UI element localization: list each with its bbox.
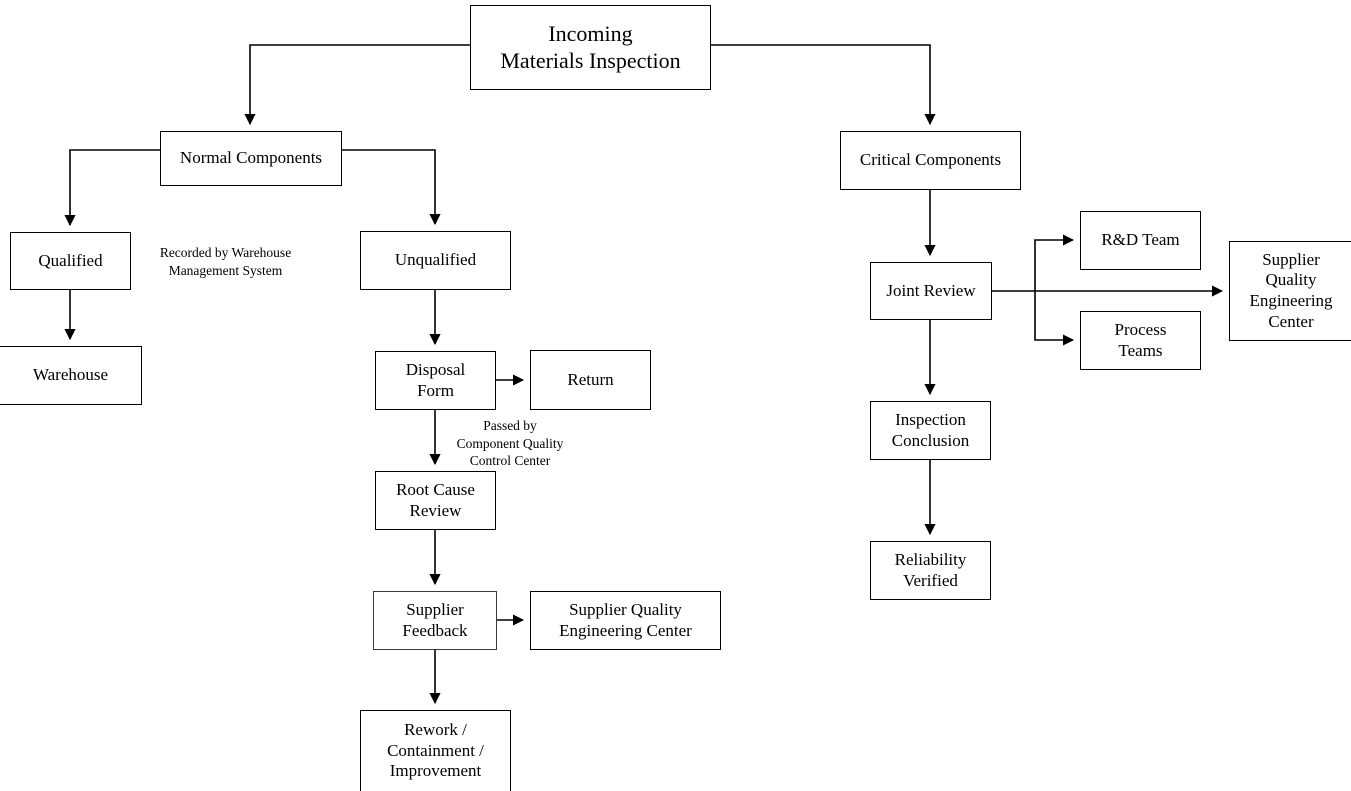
node-label: Reliability Verified xyxy=(894,549,967,590)
node-inspection-conclusion[interactable]: Inspection Conclusion xyxy=(870,401,991,460)
edge-normal-to-unqualified xyxy=(342,149,441,226)
node-root-cause-review[interactable]: Root Cause Review xyxy=(375,471,496,530)
edge-joint-review-to-rnd xyxy=(1034,234,1075,291)
node-disposal-form[interactable]: Disposal Form xyxy=(375,351,496,410)
node-label: Inspection Conclusion xyxy=(891,409,970,450)
edge-normal-to-qualified xyxy=(64,149,160,227)
edge-label-recorded-by-warehouse-management-system: Recorded by Warehouse Management System xyxy=(159,245,292,278)
node-label: Supplier Feedback xyxy=(402,599,468,640)
node-incoming-materials-inspection[interactable]: Incoming Materials Inspection xyxy=(470,5,711,90)
node-supplier-quality-engineering-center-left[interactable]: Supplier Quality Engineering Center xyxy=(530,591,721,650)
edge-incoming-split-left xyxy=(244,44,470,126)
node-label: R&D Team xyxy=(1101,230,1180,250)
node-label: Return xyxy=(567,369,614,389)
node-label: Warehouse xyxy=(32,365,109,385)
edge-incoming-split-right xyxy=(711,44,936,126)
node-label: Process Teams xyxy=(1114,319,1167,360)
node-normal-components[interactable]: Normal Components xyxy=(160,131,342,186)
edge-joint-review-to-process xyxy=(1034,291,1075,346)
node-label: Root Cause Review xyxy=(396,479,475,520)
node-unqualified[interactable]: Unqualified xyxy=(360,231,511,290)
node-label: Supplier Quality Engineering Center xyxy=(1249,249,1333,331)
node-joint-review[interactable]: Joint Review xyxy=(870,262,992,320)
node-return[interactable]: Return xyxy=(530,350,651,410)
node-label: Normal Components xyxy=(179,148,323,168)
node-supplier-feedback[interactable]: Supplier Feedback xyxy=(373,591,497,650)
edge-label-passed-by-component-quality-control-center: Passed by Component Quality Control Cent… xyxy=(456,418,564,469)
node-label: Unqualified xyxy=(394,250,477,270)
node-label: Disposal Form xyxy=(405,359,466,400)
node-rework-containment-improvement[interactable]: Rework / Containment / Improvement xyxy=(360,710,511,791)
node-label: Qualified xyxy=(38,250,103,270)
node-label: Incoming Materials Inspection xyxy=(500,20,681,73)
node-label: Supplier Quality Engineering Center xyxy=(559,599,692,640)
node-critical-components[interactable]: Critical Components xyxy=(840,131,1021,190)
node-label: Critical Components xyxy=(859,150,1002,170)
node-reliability-verified[interactable]: Reliability Verified xyxy=(870,541,991,600)
node-process-teams[interactable]: Process Teams xyxy=(1080,311,1201,370)
node-supplier-quality-engineering-center-right[interactable]: Supplier Quality Engineering Center xyxy=(1229,241,1351,341)
node-warehouse[interactable]: Warehouse xyxy=(0,346,142,405)
node-label: Joint Review xyxy=(886,280,976,300)
node-qualified[interactable]: Qualified xyxy=(10,232,131,290)
node-label: Rework / Containment / Improvement xyxy=(387,719,484,781)
node-rnd-team[interactable]: R&D Team xyxy=(1080,211,1201,270)
